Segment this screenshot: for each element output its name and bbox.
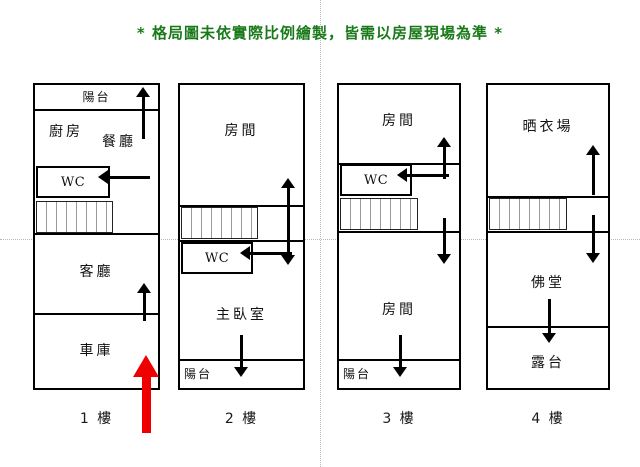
room-floor1-garage: 車庫	[35, 319, 158, 383]
floor-2-stairs-top-divider	[180, 205, 303, 207]
floor-1-garage-divider	[35, 313, 158, 315]
entrance-arrow-floor1	[132, 355, 160, 433]
page-title: * 格局圖未依實際比例繪製，皆需以房屋現場為準 *	[136, 24, 504, 42]
arrow-up-floor4-drying	[584, 145, 602, 195]
room-floor3-room-bottom: 房間	[339, 290, 459, 330]
arrow-down-floor4-stairs	[584, 215, 602, 263]
floor-4-label: 4 樓	[531, 411, 565, 427]
room-label-dining: 餐廳	[102, 134, 136, 150]
room-label-wc: WC	[204, 250, 230, 266]
floor-3-label: 3 樓	[382, 411, 416, 427]
room-floor3-room-top: 房間	[339, 97, 459, 145]
arrow-updown-floor2-stairs	[279, 178, 297, 265]
arrow-left-floor3-wc	[397, 167, 449, 183]
room-floor4-shrine: 佛堂	[488, 263, 608, 303]
arrow-up-floor3-room	[435, 137, 453, 179]
floor-1-outline: 陽台 廚房 餐廳 WC 客廳	[33, 83, 160, 390]
floor-2-outline: 房間 WC 主臥室 陽台	[178, 83, 305, 390]
floor-2-stairs	[181, 207, 258, 239]
room-label-kitchen: 廚房	[49, 124, 83, 140]
room-label-drying: 晒衣場	[522, 119, 574, 135]
room-label-room: 房間	[382, 113, 416, 129]
room-label-terrace: 露台	[531, 355, 565, 371]
floor-1-living-divider	[35, 233, 158, 235]
guide-line-vertical	[320, 0, 321, 467]
room-floor2-balcony: 陽台	[184, 361, 244, 386]
floor-3-stairs	[340, 198, 418, 230]
floor-3-stairs-bottom-divider	[339, 231, 459, 233]
arrow-up-floor1-balcony	[134, 87, 152, 139]
floor-3-outline: 房間 WC 房間 陽台	[337, 83, 461, 390]
floor-4-stairs-bottom-divider	[488, 231, 608, 233]
floor-4-stairs	[489, 198, 567, 230]
room-label-balcony: 陽台	[82, 90, 111, 104]
room-label-garage: 車庫	[79, 343, 114, 359]
floor-4-stairs-top-divider	[488, 196, 608, 198]
room-floor3-balcony: 陽台	[343, 361, 403, 386]
arrow-down-floor2-balcony	[232, 335, 250, 377]
room-label-wc: WC	[363, 172, 389, 188]
arrow-up-floor1-living	[135, 283, 153, 321]
floor-2-label: 2 樓	[224, 411, 259, 427]
floor-1-balcony-divider	[35, 109, 158, 111]
room-floor2-room: 房間	[180, 97, 303, 165]
room-floor4-terrace: 露台	[488, 345, 608, 381]
floor-3-group: 房間 WC 房間 陽台	[337, 83, 461, 427]
floor-2-group: 房間 WC 主臥室 陽台	[178, 83, 305, 427]
room-label-shrine: 佛堂	[531, 275, 565, 291]
room-floor2-master: 主臥室	[180, 295, 303, 335]
floor-2-stairs-bottom-divider	[180, 240, 303, 242]
arrow-left-floor2-wc	[240, 245, 292, 261]
room-floor1-balcony: 陽台	[35, 85, 158, 109]
room-floor1-wc: WC	[36, 166, 110, 198]
room-label-room: 房間	[224, 123, 259, 139]
room-floor1-dining: 餐廳	[89, 125, 149, 159]
room-label-master: 主臥室	[216, 307, 267, 323]
arrow-down-floor3-balcony	[391, 335, 409, 377]
room-floor1-living: 客廳	[35, 240, 158, 304]
floor-1-label: 1 樓	[79, 411, 114, 427]
room-label-balcony: 陽台	[184, 366, 213, 381]
room-floor1-kitchen: 廚房	[39, 115, 93, 149]
arrow-left-floor1-wc	[98, 169, 150, 185]
room-label-living: 客廳	[79, 264, 114, 280]
floor-1-group: 陽台 廚房 餐廳 WC 客廳	[33, 83, 160, 427]
floor-4-outline: 晒衣場 佛堂 露台	[486, 83, 610, 390]
arrow-down-floor3-stairs	[435, 218, 453, 264]
floor-1-stairs	[36, 201, 113, 233]
floor-4-group: 晒衣場 佛堂 露台	[486, 83, 610, 427]
room-floor4-drying: 晒衣場	[488, 103, 608, 151]
room-label-room: 房間	[382, 302, 416, 318]
room-label-balcony: 陽台	[343, 366, 372, 381]
room-label-wc: WC	[60, 174, 86, 190]
arrow-down-floor4-terrace	[540, 299, 558, 343]
